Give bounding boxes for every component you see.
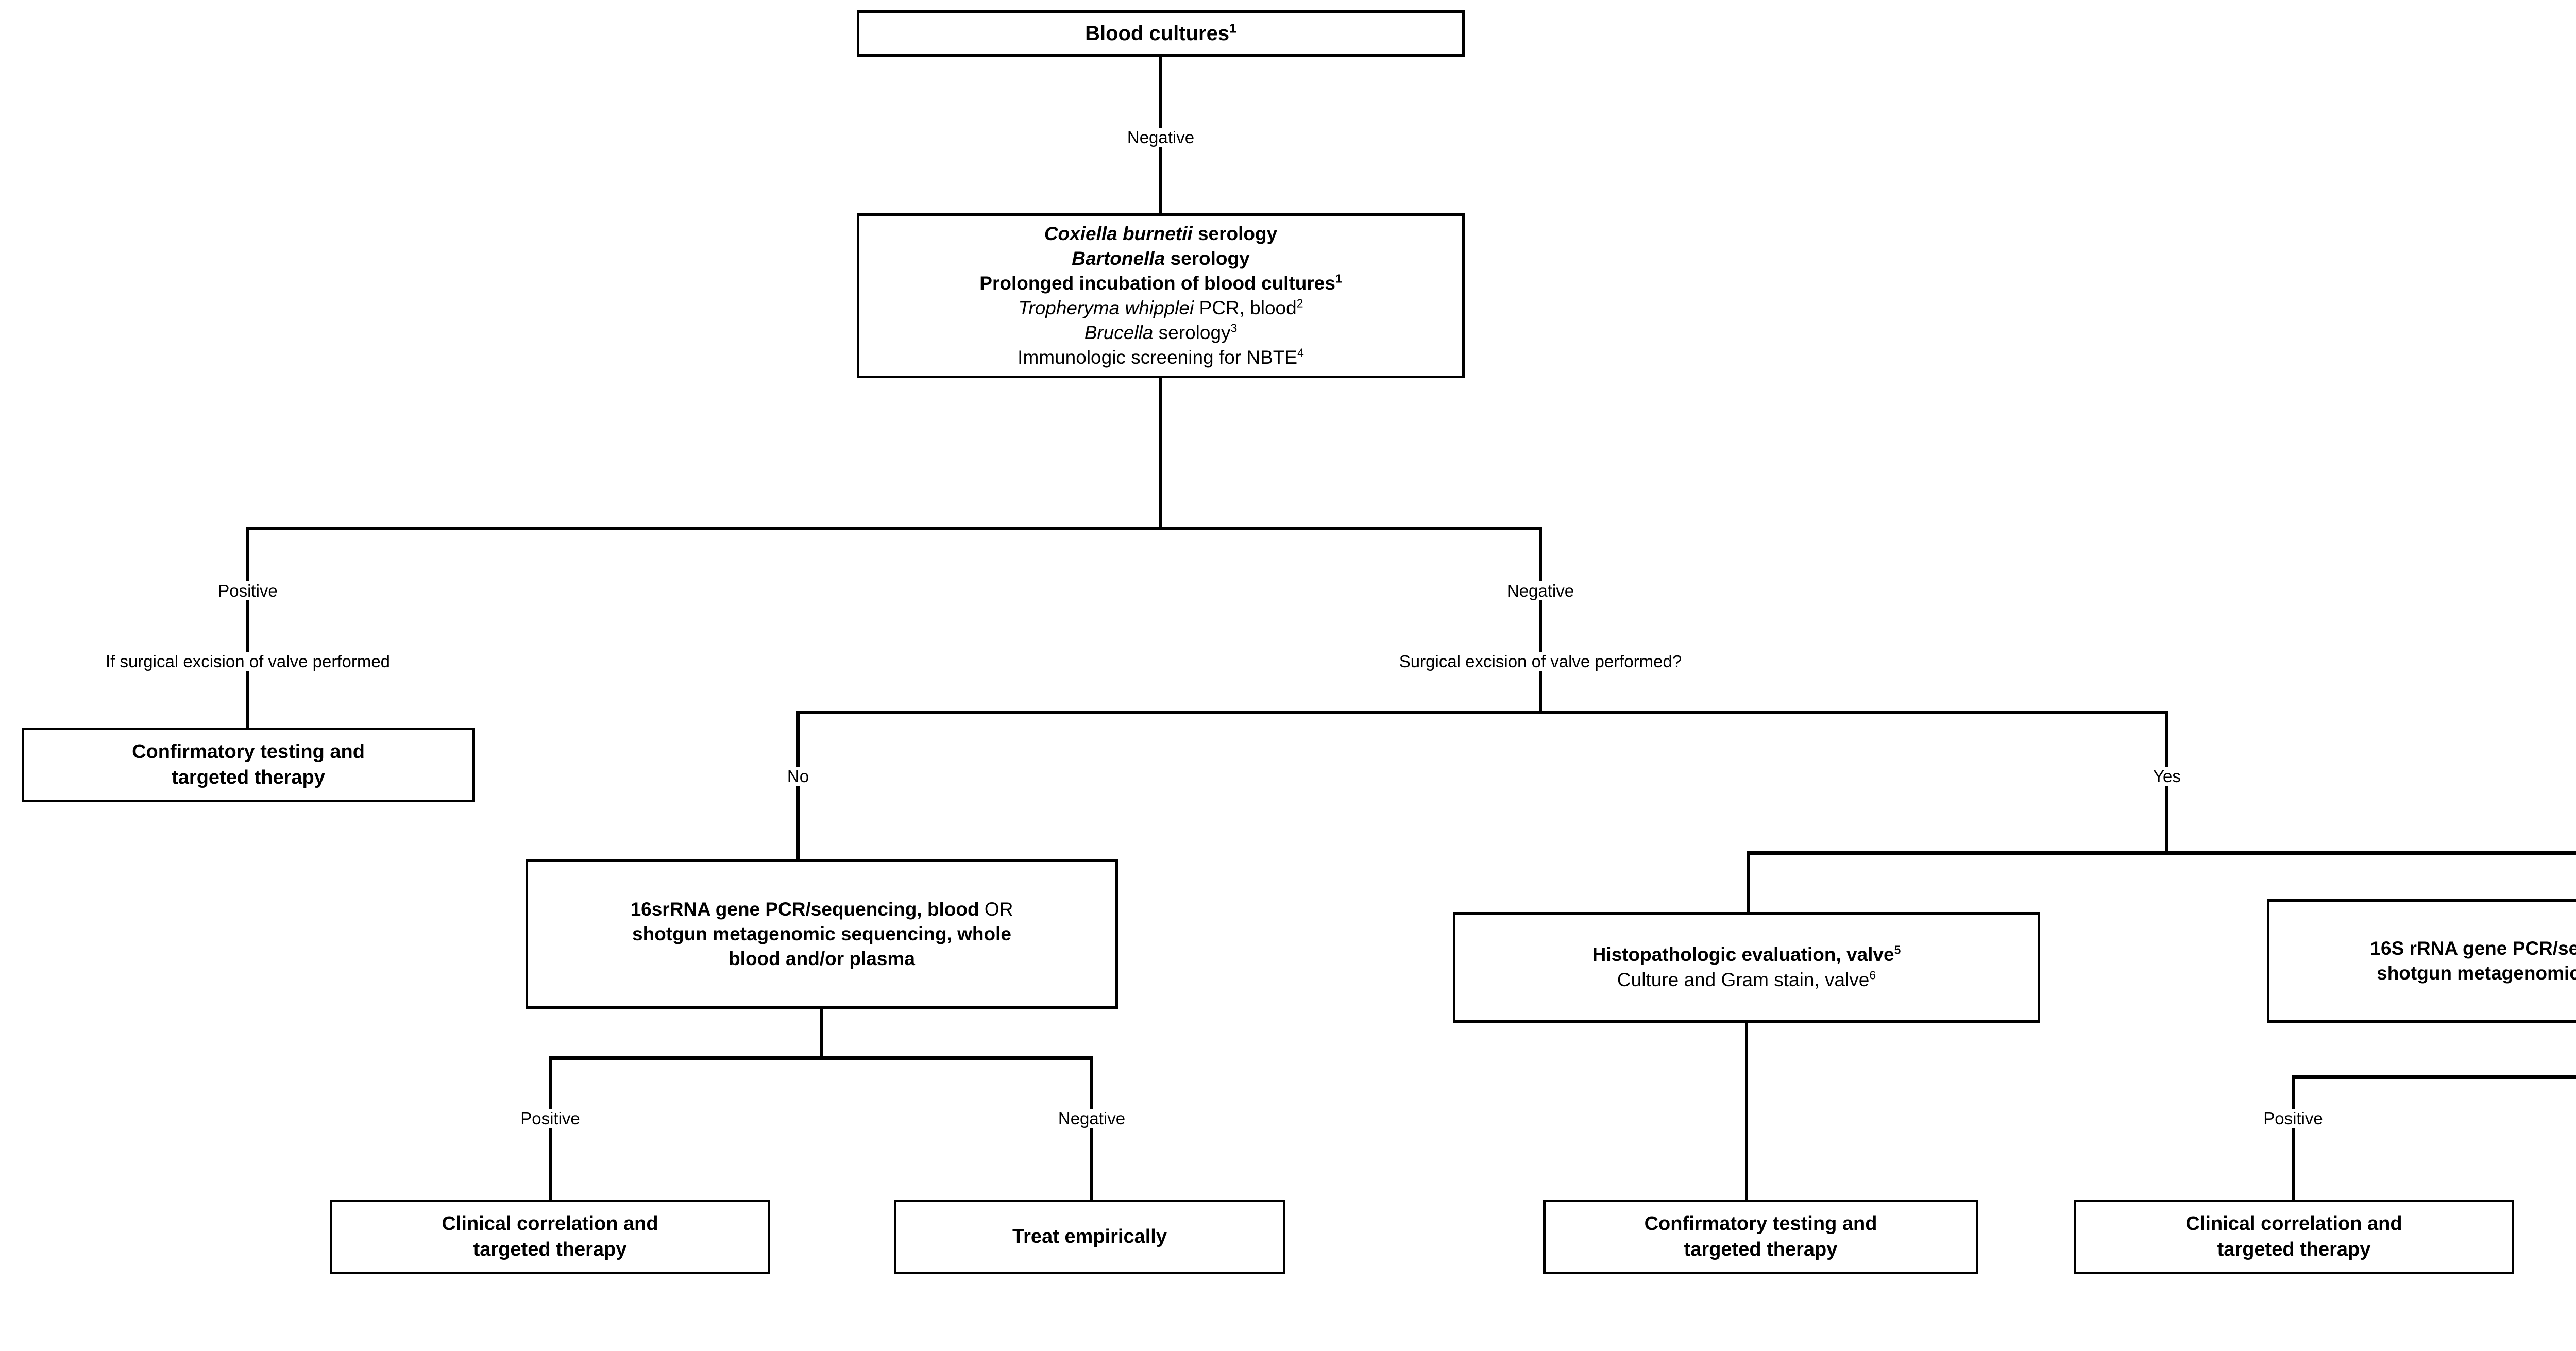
edge-label-positive-valve: Positive [2260,1109,2326,1128]
node-serology-line-2: Bartonella serology [1072,247,1250,269]
node-confirmatory-histo: Confirmatory testing and targeted therap… [1543,1200,1978,1274]
connector-split1-right [1539,527,1542,712]
node-blood-molecular-line3: blood and/or plasma [728,948,915,970]
node-serology-line-6: Immunologic screening for NBTE4 [1018,346,1304,368]
node-blood-molecular-line1: 16srRNA gene PCR/sequencing, blood OR [630,898,1013,920]
node-confirmatory-left-line1: Confirmatory testing and [132,741,365,763]
node-clinical-correlation-blood-line1: Clinical correlation and [442,1213,658,1235]
node-treat-empirically-blood-line1: Treat empirically [1012,1225,1167,1247]
node-confirmatory-left-line2: targeted therapy [172,766,325,788]
node-serology-panel: Coxiella burnetii serology Bartonella se… [857,213,1465,378]
node-valve-molecular-line1: 16S rRNA gene PCR/sequencing, valve OR [2370,937,2576,959]
node-serology-line-1: Coxiella burnetii serology [1044,223,1278,244]
connector-split1-left [246,527,249,743]
node-valve-molecular: 16S rRNA gene PCR/sequencing, valve OR s… [2267,899,2576,1023]
connector-split4-left [1747,851,1750,914]
connector-split3-left [549,1056,552,1201]
node-clinical-correlation-blood: Clinical correlation and targeted therap… [330,1200,770,1274]
node-histopath-line1: Histopathologic evaluation, valve5 [1592,943,1901,966]
edge-label-no: No [784,767,812,786]
edge-label-if-surgical-excision: If surgical excision of valve performed [102,652,394,671]
connector-split-bar-4 [1747,851,2576,855]
node-valve-molecular-line2: shotgun metagenomic sequencing, valve [2377,962,2576,984]
connector-split5-left [2292,1075,2295,1201]
connector-split2-left [796,711,800,861]
node-blood-molecular: 16srRNA gene PCR/sequencing, blood OR sh… [526,859,1118,1009]
node-confirmatory-histo-line1: Confirmatory testing and [1644,1213,1877,1235]
node-blood-molecular-line2: shotgun metagenomic sequencing, whole [632,923,1011,944]
node-clinical-correlation-blood-line2: targeted therapy [473,1238,627,1260]
edge-label-yes: Yes [2150,767,2184,786]
connector-serology-stem [1159,378,1162,529]
edge-label-negative-right: Negative [1503,581,1578,600]
node-serology-line-5: Brucella serology3 [1084,321,1238,344]
node-serology-line-4: Tropheryma whipplei PCR, blood2 [1018,296,1303,318]
connector-split-bar-2 [796,711,2168,714]
connector-histopath-to-confirmatory [1745,1023,1748,1201]
connector-blood-molecular-stem [820,1009,823,1059]
node-clinical-correlation-valve-line1: Clinical correlation and [2185,1213,2402,1235]
edge-label-negative-top: Negative [1124,128,1198,147]
node-blood-cultures: Blood cultures1 [857,10,1465,57]
node-histopath-line2: Culture and Gram stain, valve6 [1617,968,1876,990]
connector-split3-right [1090,1056,1093,1201]
node-histopathologic-evaluation: Histopathologic evaluation, valve5 Cultu… [1453,912,2040,1023]
connector-split-bar-1 [246,527,1542,530]
connector-split-bar-3 [549,1056,1093,1060]
edge-label-positive-left: Positive [215,581,281,600]
node-confirmatory-left: Confirmatory testing and targeted therap… [22,728,475,802]
node-serology-line-3: Prolonged incubation of blood cultures1 [979,272,1342,294]
edge-label-surgical-excision-question: Surgical excision of valve performed? [1396,652,1685,671]
node-blood-cultures-line1: Blood cultures1 [1085,22,1236,45]
node-clinical-correlation-valve-line2: targeted therapy [2217,1238,2371,1260]
node-treat-empirically-blood: Treat empirically [894,1200,1285,1274]
node-clinical-correlation-valve: Clinical correlation and targeted therap… [2074,1200,2514,1274]
edge-label-negative-blood: Negative [1055,1109,1129,1128]
edge-label-positive-blood: Positive [517,1109,583,1128]
connector-split-bar-5 [2292,1075,2576,1079]
node-confirmatory-histo-line2: targeted therapy [1684,1238,1838,1260]
